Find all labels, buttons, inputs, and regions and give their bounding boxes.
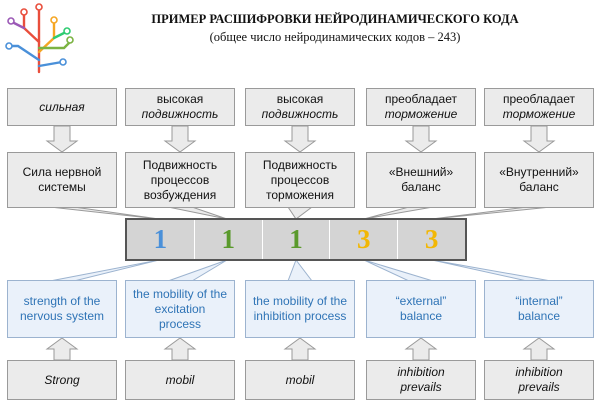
en-property-label: the mobility of the inhibition process	[252, 294, 348, 323]
en-property-label: the mobility of the excitation process	[132, 286, 228, 331]
callout-pointer-icon	[363, 259, 434, 282]
neuron-tree-icon	[5, 3, 74, 74]
en-value-label: Strong	[44, 372, 80, 387]
top-value-line2: торможение	[502, 107, 576, 121]
en-value-box-5: inhibition prevails	[484, 360, 594, 400]
code-digit-2: 1	[195, 220, 263, 259]
en-value-box-1: Strong	[7, 360, 117, 400]
en-value-label: mobil	[285, 372, 315, 387]
callout-pointer-icon	[431, 259, 552, 282]
top-value-box-3: высокая подвижность	[245, 88, 355, 126]
ru-property-label: Сила нервной системы	[22, 165, 102, 194]
down-arrow-icon	[522, 125, 556, 153]
code-digit-5: 3	[424, 224, 439, 254]
en-value-label: inhibition prevails	[515, 365, 563, 394]
page-title: ПРИМЕР РАСШИФРОВКИ НЕЙРОДИНАМИЧЕСКОГО КО…	[151, 12, 519, 26]
callout-pointer-icon	[287, 258, 314, 282]
top-value-box-1: сильная	[7, 88, 117, 126]
en-property-box-1: strength of the nervous system	[7, 280, 117, 338]
ru-property-label: «Внешний» баланс	[388, 165, 454, 194]
top-value-line1: преобладает	[385, 92, 457, 106]
en-value-box-4: inhibition prevails	[366, 360, 476, 400]
ru-property-box-4: «Внешний» баланс	[366, 152, 476, 208]
en-property-label: “internal” balance	[515, 294, 563, 323]
top-value-line1: высокая	[156, 92, 204, 106]
en-property-label: strength of the nervous system	[19, 294, 105, 323]
en-property-box-5: “internal” balance	[484, 280, 594, 338]
ru-property-box-2: Подвижность процессов возбуждения	[125, 152, 235, 208]
top-value-line2: подвижность	[141, 107, 219, 121]
up-arrow-icon	[283, 337, 317, 361]
en-property-box-3: the mobility of the inhibition process	[245, 280, 355, 338]
ru-property-box-1: Сила нервной системы	[7, 152, 117, 208]
top-value-line1: сильная	[39, 99, 85, 114]
neurodynamic-code-bar: 1 1 1 3 3	[125, 218, 467, 261]
callout-pointer-icon	[49, 259, 160, 282]
up-arrow-icon	[163, 337, 197, 361]
page-subtitle: (общее число нейродинамических кодов – 2…	[209, 30, 461, 44]
ru-property-box-3: Подвижность процессов торможения	[245, 152, 355, 208]
code-digit-1: 1	[127, 220, 195, 259]
down-arrow-icon	[163, 125, 197, 153]
top-value-box-4: преобладает торможение	[366, 88, 476, 126]
top-value-line2: торможение	[384, 107, 458, 121]
en-property-label: “external” balance	[395, 294, 447, 323]
down-arrow-icon	[45, 125, 79, 153]
top-value-line1: преобладает	[503, 92, 575, 106]
code-digit-4: 3	[330, 220, 399, 259]
down-arrow-icon	[404, 125, 438, 153]
down-arrow-icon	[283, 125, 317, 153]
up-arrow-icon	[522, 337, 556, 361]
top-value-box-5: преобладает торможение	[484, 88, 594, 126]
up-arrow-icon	[404, 337, 438, 361]
en-value-box-3: mobil	[245, 360, 355, 400]
ru-property-label: Подвижность процессов возбуждения	[142, 157, 218, 202]
top-value-line1: высокая	[276, 92, 324, 106]
callout-pointer-icon	[167, 259, 228, 282]
en-value-box-2: mobil	[125, 360, 235, 400]
ru-property-label: Подвижность процессов торможения	[262, 157, 338, 202]
en-value-label: inhibition prevails	[397, 365, 445, 394]
ru-property-label: «Внутренний» баланс	[499, 165, 579, 194]
top-value-box-2: высокая подвижность	[125, 88, 235, 126]
top-value-line2: подвижность	[261, 107, 339, 121]
code-digit-3: 1	[263, 220, 331, 259]
ru-property-box-5: «Внутренний» баланс	[484, 152, 594, 208]
en-value-label: mobil	[165, 372, 195, 387]
up-arrow-icon	[45, 337, 79, 361]
en-property-box-2: the mobility of the excitation process	[125, 280, 235, 338]
en-property-box-4: “external” balance	[366, 280, 476, 338]
